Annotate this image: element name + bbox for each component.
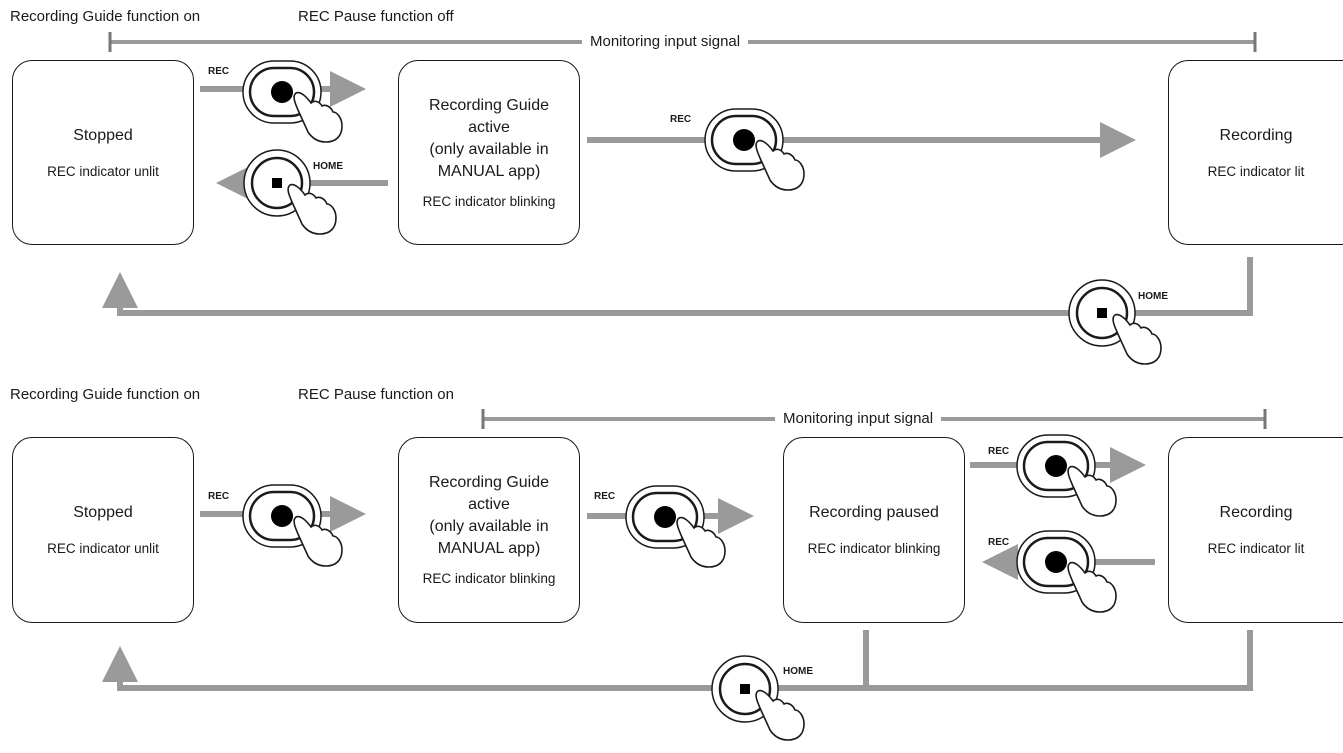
state-indicator: REC indicator unlit (47, 541, 159, 556)
state-indicator: REC indicator lit (1207, 163, 1305, 179)
bottom-heading-pause: REC Pause function on (298, 386, 454, 404)
bottom-state-recording: Recording REC indicator lit (1168, 437, 1343, 623)
state-title-line2: active (468, 118, 510, 136)
top-rec-button-1[interactable] (240, 58, 370, 148)
bottom-rec-button-2[interactable] (623, 483, 753, 573)
pointing-hand-icon (1067, 465, 1117, 517)
bottom-state-recording-paused: Recording paused REC indicator blinking (783, 437, 965, 623)
state-title-line1: Recording Guide (428, 96, 550, 114)
state-indicator: REC indicator lit (1207, 541, 1305, 556)
pointing-hand-icon (293, 91, 343, 143)
state-title-line1: Recording Guide (428, 474, 550, 491)
bottom-home-button[interactable] (708, 654, 838, 753)
state-indicator: REC indicator blinking (422, 193, 556, 209)
top-heading-pause: REC Pause function off (298, 8, 454, 26)
bottom-btn-rec-3-label: REC (988, 446, 1010, 457)
state-title-line3: (only available in (429, 518, 549, 535)
top-state-stopped: Stopped REC indicator unlit (12, 60, 194, 245)
top-monitor-label: Monitoring input signal (582, 33, 749, 51)
state-indicator: REC indicator blinking (807, 541, 941, 556)
top-state-recording: Recording REC indicator lit (1168, 60, 1343, 245)
stop-square-icon (740, 684, 750, 694)
rec-dot-icon (271, 81, 293, 103)
pointing-hand-icon (755, 689, 805, 741)
bottom-btn-rec-1-label: REC (208, 491, 230, 502)
bottom-state-stopped: Stopped REC indicator unlit (12, 437, 194, 623)
pointing-hand-icon (1067, 561, 1117, 613)
state-title-line4: MANUAL app) (437, 540, 541, 557)
state-indicator: REC indicator unlit (47, 163, 159, 179)
top-btn-home-2-label: HOME (1138, 291, 1168, 302)
rec-dot-icon (1045, 455, 1067, 477)
top-heading-guide: Recording Guide function on (10, 8, 201, 26)
bottom-rec-button-3[interactable] (1014, 432, 1144, 522)
state-title: Recording (1219, 126, 1293, 144)
top-return-path (102, 257, 1253, 316)
top-rec-button-2[interactable] (702, 106, 832, 196)
stop-square-icon (272, 178, 282, 188)
top-state-recording-guide: Recording Guide active (only available i… (398, 60, 580, 245)
state-title: Recording paused (809, 504, 939, 521)
rec-dot-icon (271, 505, 293, 527)
bottom-btn-home-label: HOME (783, 666, 813, 677)
state-title-line3: (only available in (429, 140, 549, 158)
state-title-line2: active (468, 496, 510, 513)
top-btn-home-1-label: HOME (313, 161, 343, 172)
pointing-hand-icon (755, 139, 805, 191)
top-btn-rec-2-label: REC (670, 114, 692, 125)
state-title-line4: MANUAL app) (437, 162, 541, 180)
rec-dot-icon (733, 129, 755, 151)
top-home-button-1[interactable] (240, 148, 370, 248)
bottom-state-recording-guide: Recording Guide active (only available i… (398, 437, 580, 623)
bottom-btn-rec-4-label: REC (988, 537, 1010, 548)
state-indicator: REC indicator blinking (422, 571, 556, 586)
rec-dot-icon (654, 506, 676, 528)
bottom-heading-guide: Recording Guide function on (10, 386, 201, 404)
bottom-btn-rec-2-label: REC (594, 491, 616, 502)
state-title: Recording (1219, 504, 1293, 521)
rec-dot-icon (1045, 551, 1067, 573)
pointing-hand-icon (1112, 313, 1162, 365)
state-title: Stopped (73, 126, 133, 144)
pointing-hand-icon (676, 516, 726, 568)
pointing-hand-icon (287, 183, 337, 235)
bottom-monitor-label: Monitoring input signal (775, 410, 942, 428)
bottom-rec-button-4[interactable] (1014, 528, 1144, 618)
top-btn-rec-1-label: REC (208, 66, 230, 77)
top-home-button-2[interactable] (1065, 278, 1195, 378)
bottom-return-path (102, 630, 1253, 691)
stop-square-icon (1097, 308, 1107, 318)
state-title: Stopped (73, 504, 133, 521)
pointing-hand-icon (293, 515, 343, 567)
bottom-rec-button-1[interactable] (240, 482, 370, 572)
